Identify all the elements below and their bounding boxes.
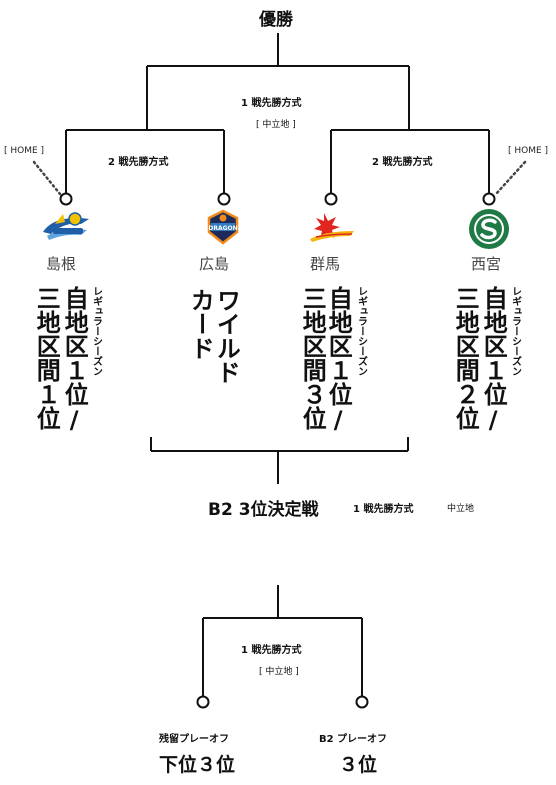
bottom-left-caption: 残留プレーオフ [159, 734, 229, 745]
third-place-venue: 中立地 [447, 504, 475, 514]
team-name-nishinomiya: 西宮 [471, 255, 502, 273]
hiroshima-node [217, 192, 231, 206]
nishinomiya-qualifier-sub: レギュラーシーズン [509, 286, 521, 376]
gunma-qualifier-line2: 三地区間３位 [298, 286, 327, 430]
bottom-format: 1 戦先勝方式 [241, 645, 302, 656]
shimane-node [59, 192, 73, 206]
home-right-dotted-line [494, 160, 527, 196]
third-place-format: 1 戦先勝方式 [353, 504, 414, 515]
bottom-right-caption: B2 プレーオフ [319, 734, 388, 745]
nishinomiya-qualifier-line1: 自地区１位/ [479, 286, 508, 434]
team-name-shimane: 島根 [46, 255, 77, 273]
shimane-qualifier-line1: 自地区１位/ [60, 286, 89, 434]
bottom-venue: [ 中立地 ] [259, 667, 299, 677]
bottom-left-node [196, 695, 210, 709]
team-name-gunma: 群馬 [310, 255, 341, 273]
shimane-qualifier-line2: 三地区間１位 [32, 286, 61, 430]
hiroshima-qualifier-line2: カード [186, 288, 215, 360]
gunma-logo-icon [310, 213, 354, 242]
hiroshima-qualifier-line1: ワイルド [212, 288, 241, 384]
home-right-label: [ HOME ] [508, 146, 549, 156]
third-place-title: B2 3位決定戦 [208, 500, 319, 520]
right-semi-format: 2 戦先勝方式 [372, 157, 433, 168]
final-format: 1 戦先勝方式 [241, 98, 302, 109]
champion-title: 優勝 [259, 10, 293, 30]
final-venue: [ 中立地 ] [256, 120, 296, 130]
gunma-qualifier-line1: 自地区１位/ [324, 286, 353, 434]
home-left-dotted-line [32, 160, 62, 196]
gunma-qualifier-sub: レギュラーシーズン [355, 286, 367, 376]
gunma-node [324, 192, 338, 206]
team-name-hiroshima: 広島 [199, 255, 230, 273]
hiroshima-logo-icon: DRAGON [207, 209, 239, 245]
shimane-logo-icon [43, 212, 89, 240]
left-semi-format: 2 戦先勝方式 [108, 157, 169, 168]
nishinomiya-qualifier-line2: 三地区間２位 [451, 286, 480, 430]
bottom-right-value: ３位 [339, 754, 378, 776]
shimane-qualifier-sub: レギュラーシーズン [90, 286, 102, 376]
nishinomiya-node [482, 192, 496, 206]
nishinomiya-logo-icon [469, 209, 509, 249]
home-left-label: [ HOME ] [4, 146, 45, 156]
bottom-right-node [355, 695, 369, 709]
bottom-left-value: 下位３位 [159, 754, 236, 776]
svg-text:DRAGON: DRAGON [208, 225, 237, 232]
